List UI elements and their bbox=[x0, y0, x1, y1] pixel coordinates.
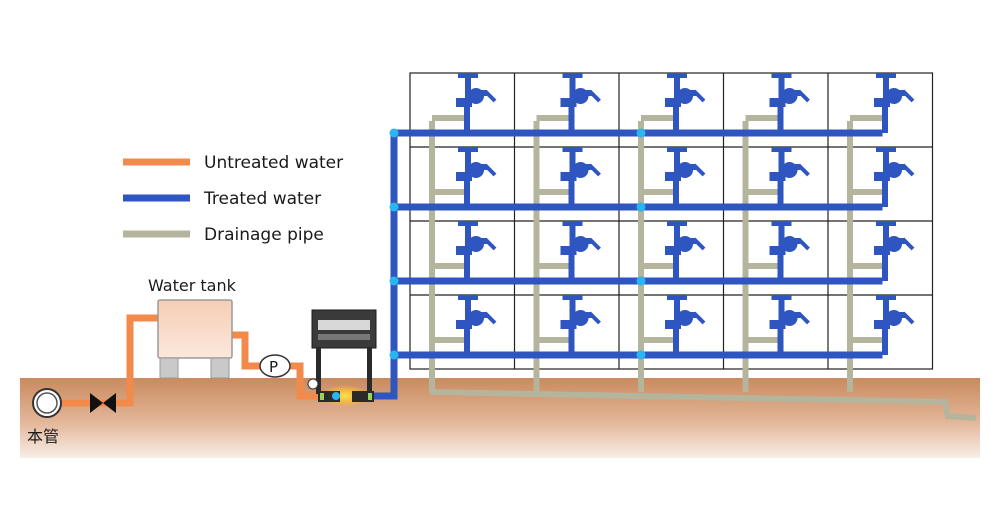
main-pipe-label: 本管 bbox=[27, 427, 59, 446]
joint-icon bbox=[389, 128, 399, 138]
joint-icon bbox=[636, 350, 646, 360]
legend-treated-label: Treated water bbox=[203, 189, 321, 209]
pump-icon bbox=[259, 354, 291, 378]
water-tank-leg-right bbox=[210, 357, 230, 379]
joint-icon bbox=[636, 276, 646, 286]
treatment-unit bbox=[307, 309, 377, 407]
joint-icon bbox=[389, 276, 399, 286]
main-pipe-inner bbox=[36, 392, 58, 414]
water-tank-leg-left bbox=[159, 357, 179, 379]
building bbox=[409, 72, 934, 370]
legend: Untreated water Treated water Drainage p… bbox=[123, 153, 343, 245]
drainage-main bbox=[429, 389, 977, 421]
joint-icon bbox=[389, 202, 399, 212]
joint-icon bbox=[389, 350, 399, 360]
water-tank bbox=[157, 299, 233, 359]
legend-drainage-label: Drainage pipe bbox=[204, 225, 324, 245]
water-tank-label: Water tank bbox=[148, 276, 237, 295]
treated-riser bbox=[372, 133, 398, 400]
ground bbox=[20, 378, 980, 458]
pump-label: P bbox=[269, 358, 278, 376]
valve-icon bbox=[90, 393, 116, 413]
legend-untreated-label: Untreated water bbox=[204, 153, 343, 173]
joint-icon bbox=[636, 128, 646, 138]
joint-icon bbox=[636, 202, 646, 212]
pipe-joints bbox=[389, 128, 646, 360]
